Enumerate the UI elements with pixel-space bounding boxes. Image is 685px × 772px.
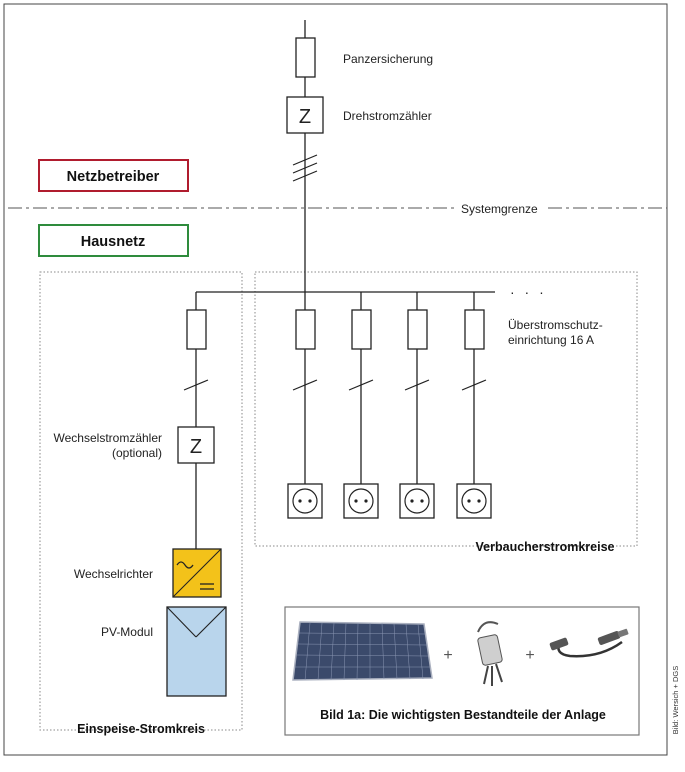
socket-pin-left (410, 499, 414, 503)
feed-in-branch: Z (177, 292, 215, 549)
home-box (38, 224, 189, 257)
consumer-branch (399, 292, 435, 519)
socket-pin-right (364, 499, 368, 503)
consumer-fuse (295, 309, 316, 350)
three-phase-marks (292, 154, 318, 182)
consumer-circuits-label: Verbaucherstromkreise (476, 540, 615, 554)
ac-meter (177, 426, 215, 464)
socket-face (348, 488, 374, 514)
consumer-phase-mark (461, 379, 487, 391)
socket-pin-right (477, 499, 481, 503)
socket-face (292, 488, 318, 514)
plus-sign-1: + (443, 647, 452, 664)
consumer-phase-mark (348, 379, 374, 391)
socket-face (461, 488, 487, 514)
consumer-phase-mark (292, 379, 318, 391)
inverter-label: Wechselrichter (74, 567, 153, 581)
ac-meter-optional-label: (optional) (112, 446, 162, 460)
micro-inverter-image (477, 621, 503, 686)
socket-pin-left (298, 499, 302, 503)
three-phase-meter-label: Drehstromzähler (343, 109, 432, 123)
socket-face (404, 488, 430, 514)
consumer-phase-mark (404, 379, 430, 391)
socket-pin-left (467, 499, 471, 503)
consumer-fuse (351, 309, 372, 350)
pv-module-symbol-left (166, 606, 197, 638)
main-fuse (295, 37, 316, 78)
system-boundary-label: Systemgrenze (461, 202, 538, 216)
main-fuse-label: Panzersicherung (343, 52, 433, 66)
pv-module-label: PV-Modul (101, 625, 153, 639)
consumer-fuse (407, 309, 428, 350)
feed-in-circuit-region (39, 271, 243, 731)
socket-pin-left (354, 499, 358, 503)
feed-in-phase-mark (183, 379, 209, 391)
overcurrent-label-line1: Überstromschutz- (508, 318, 603, 332)
socket-pin-right (308, 499, 312, 503)
home-label: Hausnetz (81, 234, 145, 250)
solar-panel-image (292, 621, 433, 681)
pv-module (166, 606, 227, 697)
consumer-branch (287, 292, 323, 519)
consumer-branch (456, 292, 492, 519)
pv-module-symbol-right (195, 606, 227, 638)
three-phase-meter (286, 96, 324, 134)
busbar-continuation: · · · (510, 284, 547, 300)
consumer-fuse (464, 309, 485, 350)
consumer-branch (343, 292, 379, 519)
inverter-ac-symbol (176, 561, 194, 569)
ac-meter-symbol: Z (190, 436, 202, 458)
socket-pin-right (420, 499, 424, 503)
components-inset: + + Bild 1a: Die wichtigsten Bestandteil… (284, 606, 640, 736)
operator-label: Netzbetreiber (67, 169, 160, 185)
feed-in-circuit-label: Einspeise-Stromkreis (77, 722, 205, 736)
inverter-diagonal (172, 548, 222, 598)
three-phase-meter-symbol: Z (299, 106, 311, 128)
inset-caption: Bild 1a: Die wichtigsten Bestandteile de… (320, 708, 606, 722)
feed-in-fuse (186, 309, 207, 350)
outer-frame (3, 3, 668, 756)
cable-image (549, 628, 629, 658)
photo-credit: Bild: Wersich + DGS (671, 666, 680, 734)
plus-sign-2: + (525, 647, 534, 664)
ac-meter-label: Wechselstromzähler (54, 431, 162, 445)
overcurrent-label-line2: einrichtung 16 A (508, 333, 594, 347)
operator-box (38, 159, 189, 192)
consumer-circuits-region (254, 271, 638, 547)
